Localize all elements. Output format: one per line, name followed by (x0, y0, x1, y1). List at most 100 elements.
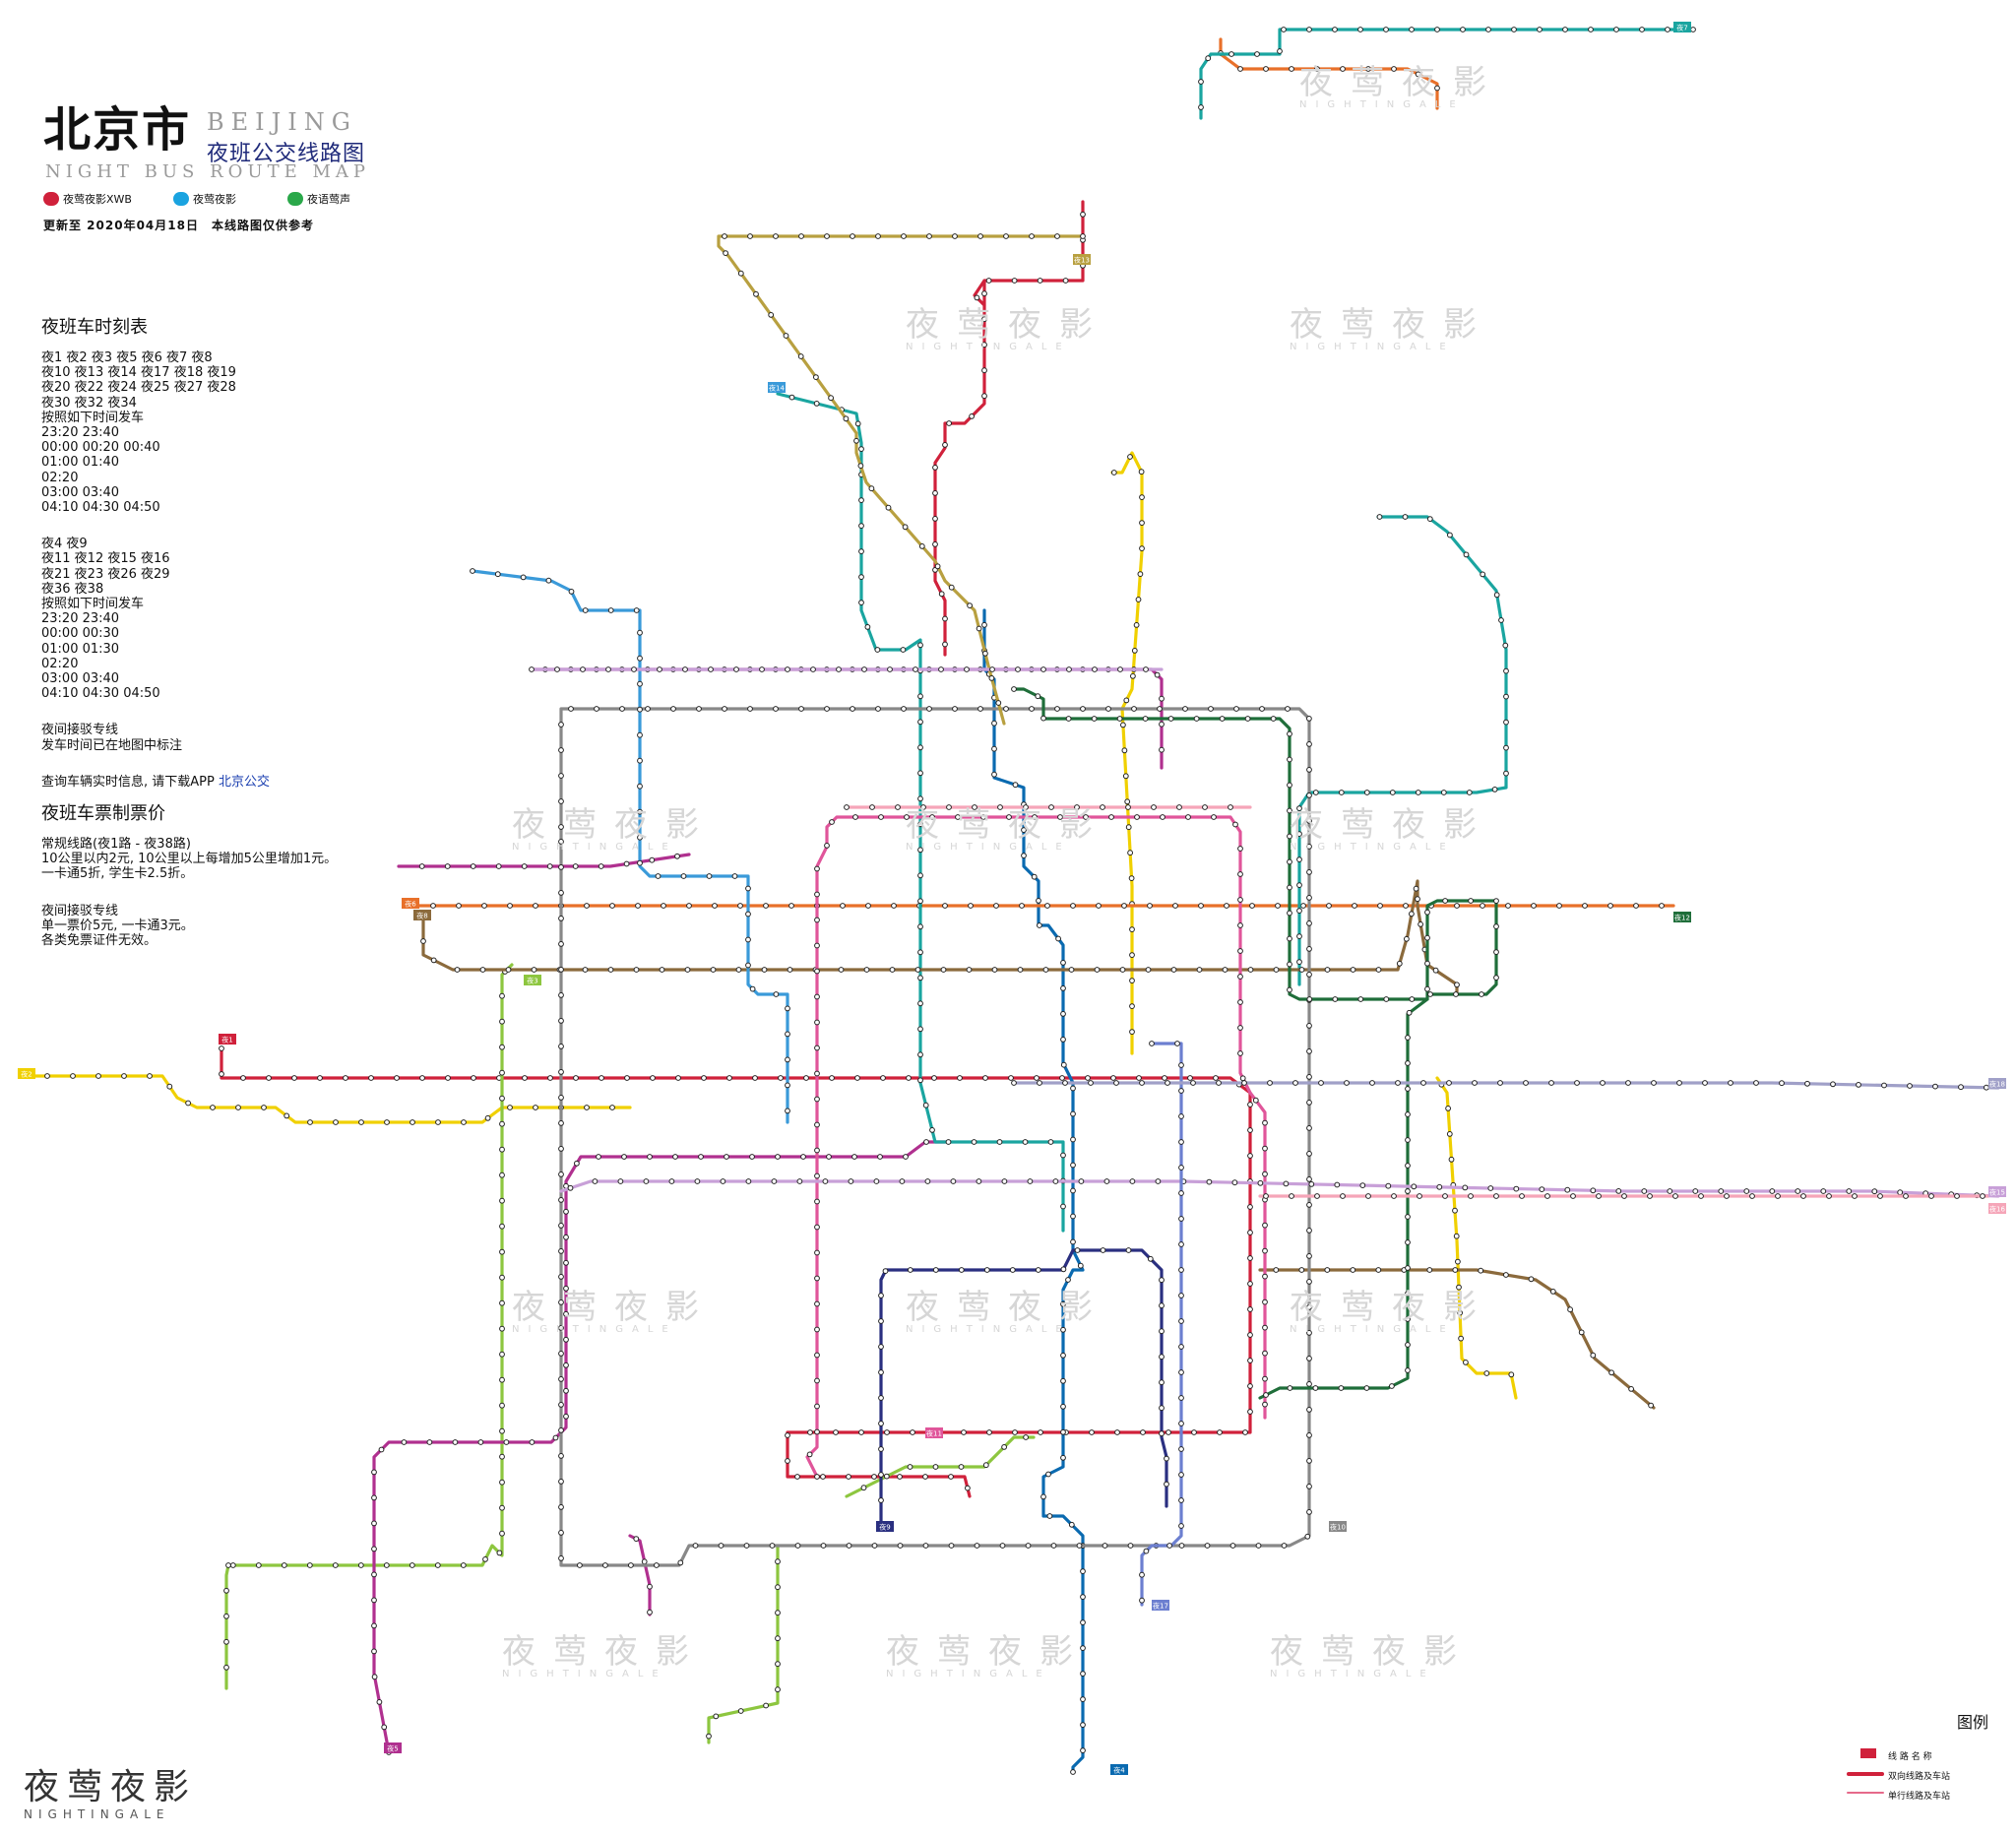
stop-marker (1124, 798, 1131, 805)
stop-marker (1306, 1151, 1312, 1157)
schedule-note: 按照如下时间发车 (41, 410, 145, 425)
stop-marker (1155, 1178, 1162, 1184)
stop-marker (798, 233, 804, 239)
fares-shuttle: 夜间接驳专线 单一票价5元, 一卡通3元。 各类免票证件无效。 (41, 904, 366, 949)
stop-marker (1306, 1304, 1312, 1310)
stop-marker (964, 666, 970, 672)
stop-marker (1068, 1521, 1075, 1528)
stop-marker (810, 666, 816, 672)
stop-marker (1208, 706, 1214, 712)
stop-marker (814, 1352, 820, 1359)
stop-marker (1639, 27, 1645, 32)
stop-marker (836, 666, 842, 672)
stop-marker (617, 1178, 624, 1184)
stop-marker (1306, 1407, 1312, 1413)
route-badge-r8[interactable]: 夜8 (413, 910, 431, 920)
stop-marker (1222, 967, 1228, 973)
stop-marker (1136, 1075, 1142, 1081)
stop-marker (223, 1587, 229, 1594)
route-badge-r12[interactable]: 夜12 (1673, 912, 1691, 922)
stop-marker (1350, 1267, 1356, 1273)
route-badge-r4[interactable]: 夜4 (1110, 1764, 1128, 1775)
stop-marker (1070, 1110, 1076, 1117)
stop-marker (1493, 898, 1499, 904)
stop-marker (1204, 1543, 1211, 1549)
stop-marker (868, 485, 875, 492)
stop-marker (1125, 1247, 1132, 1253)
stop-marker (121, 1073, 127, 1079)
stop-marker (1871, 1188, 1878, 1195)
stop-marker (1062, 1080, 1068, 1086)
social-wechat[interactable]: 夜语莺声 (287, 191, 350, 207)
stop-marker (982, 650, 988, 657)
stop-marker (1139, 494, 1145, 501)
route-badge-r16[interactable]: 夜16 (1988, 1203, 2006, 1214)
route-badge-r1[interactable]: 夜1 (219, 1034, 236, 1045)
stop-marker (1852, 1193, 1858, 1199)
stop-marker (563, 1413, 569, 1420)
route-badge-r7[interactable]: 夜7 (1673, 22, 1691, 32)
route-badge-r3[interactable]: 夜3 (524, 975, 541, 985)
stop-marker (1698, 1193, 1704, 1199)
stop-marker (1176, 804, 1182, 810)
stop-marker (1257, 1179, 1264, 1186)
route-badge-r9[interactable]: 夜9 (876, 1521, 894, 1532)
time-row: 04:10 04:30 04:50 (41, 500, 160, 516)
stop-marker (1508, 1371, 1515, 1378)
stop-marker (1003, 233, 1009, 239)
stop-marker (1718, 1188, 1725, 1194)
stop-marker (503, 1439, 510, 1445)
stop-marker (1233, 706, 1239, 712)
stop-marker (1928, 1193, 1934, 1199)
stop-marker (1306, 996, 1313, 1002)
route-badge-r13[interactable]: 夜13 (1073, 254, 1091, 265)
route-badge-r5[interactable]: 夜5 (384, 1742, 402, 1753)
social-weibo[interactable]: 夜莺夜影XWB (43, 191, 132, 207)
stop-marker (1052, 1178, 1059, 1184)
stop-marker (558, 1479, 564, 1485)
stop-marker (558, 992, 564, 998)
stop-marker (785, 1432, 790, 1438)
stop-marker (1080, 1594, 1086, 1600)
stop-marker (1160, 814, 1166, 820)
stop-marker (499, 1274, 505, 1281)
route-badge-r18[interactable]: 夜18 (1988, 1078, 2006, 1089)
stop-marker (785, 666, 790, 672)
stop-marker (938, 666, 944, 672)
stop-marker (1753, 1080, 1759, 1086)
route-badge-r14[interactable]: 夜14 (768, 382, 786, 393)
route-badge-r11[interactable]: 夜11 (925, 1427, 943, 1438)
stop-marker (332, 1562, 339, 1568)
stop-marker (418, 863, 425, 869)
stop-marker (1060, 1061, 1067, 1068)
stop-marker (923, 1139, 929, 1145)
route-badge-r2[interactable]: 夜2 (18, 1068, 35, 1079)
app-link[interactable]: 北京公交 (218, 774, 270, 790)
stop-marker (797, 353, 804, 359)
route-badge-r15[interactable]: 夜15 (1988, 1186, 2006, 1197)
stop-marker (558, 1325, 564, 1331)
stop-marker (574, 1160, 580, 1167)
route-badge-r6[interactable]: 夜6 (402, 898, 419, 909)
stop-marker (1588, 27, 1594, 32)
stop-marker (917, 795, 923, 802)
stop-marker (1125, 824, 1132, 831)
stop-marker (1954, 1193, 1960, 1199)
stop-marker (1903, 1193, 1909, 1199)
route-badge-r17[interactable]: 夜17 (1152, 1600, 1169, 1611)
stop-marker (1074, 804, 1080, 810)
stop-marker (1178, 1088, 1184, 1094)
stop-marker (1193, 716, 1200, 722)
stop-marker (1338, 790, 1345, 795)
stop-marker (1040, 666, 1046, 672)
stop-marker (185, 1100, 192, 1107)
stop-marker (529, 666, 535, 672)
social-bilibili[interactable]: 夜莺夜影 (173, 191, 236, 207)
route-line-r11 (805, 815, 1267, 1479)
route-badge-r10[interactable]: 夜10 (1329, 1521, 1347, 1532)
route-badge-label: 夜18 (1989, 1080, 2005, 1089)
stop-marker (1493, 975, 1499, 981)
stop-marker (768, 312, 775, 318)
stop-marker (499, 1146, 505, 1153)
stop-marker (223, 1664, 229, 1671)
